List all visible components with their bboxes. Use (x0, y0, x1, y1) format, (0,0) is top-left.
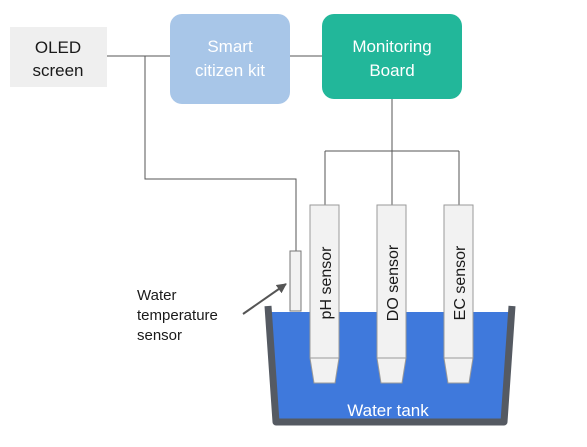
ec-sensor-label: EC sensor (452, 245, 469, 320)
smart-citizen-kit-box: Smart citizen kit (170, 14, 290, 104)
monitoring-board-box: Monitoring Board (322, 14, 462, 99)
water-temp-label-line3: sensor (137, 327, 182, 344)
ph-sensor-probe: pH sensor (309, 204, 340, 384)
ph-sensor-label: pH sensor (318, 246, 335, 320)
water-temp-label-line2: temperature (137, 307, 218, 324)
connection-wires (107, 55, 460, 251)
callout-arrow (242, 283, 287, 315)
wire-temp-sensor (144, 56, 297, 251)
oled-label-line1: OLED (35, 38, 81, 57)
smart-kit-label-line2: citizen kit (195, 61, 265, 80)
oled-label-line2: screen (32, 61, 83, 80)
ec-sensor-probe: EC sensor (443, 204, 474, 384)
do-sensor-label: DO sensor (385, 244, 402, 321)
monitoring-label-line2: Board (369, 61, 414, 80)
water-tank-label: Water tank (347, 401, 429, 420)
do-sensor-probe: DO sensor (376, 204, 407, 384)
tank-wall (264, 305, 516, 426)
oled-screen-box: OLED screen (10, 27, 107, 87)
water-temperature-callout: Water temperature sensor (137, 283, 287, 344)
water-temp-label-line1: Water (137, 287, 176, 304)
water-temperature-probe (289, 250, 302, 312)
smart-kit-label-line1: Smart (207, 37, 253, 56)
monitoring-label-line1: Monitoring (352, 37, 431, 56)
